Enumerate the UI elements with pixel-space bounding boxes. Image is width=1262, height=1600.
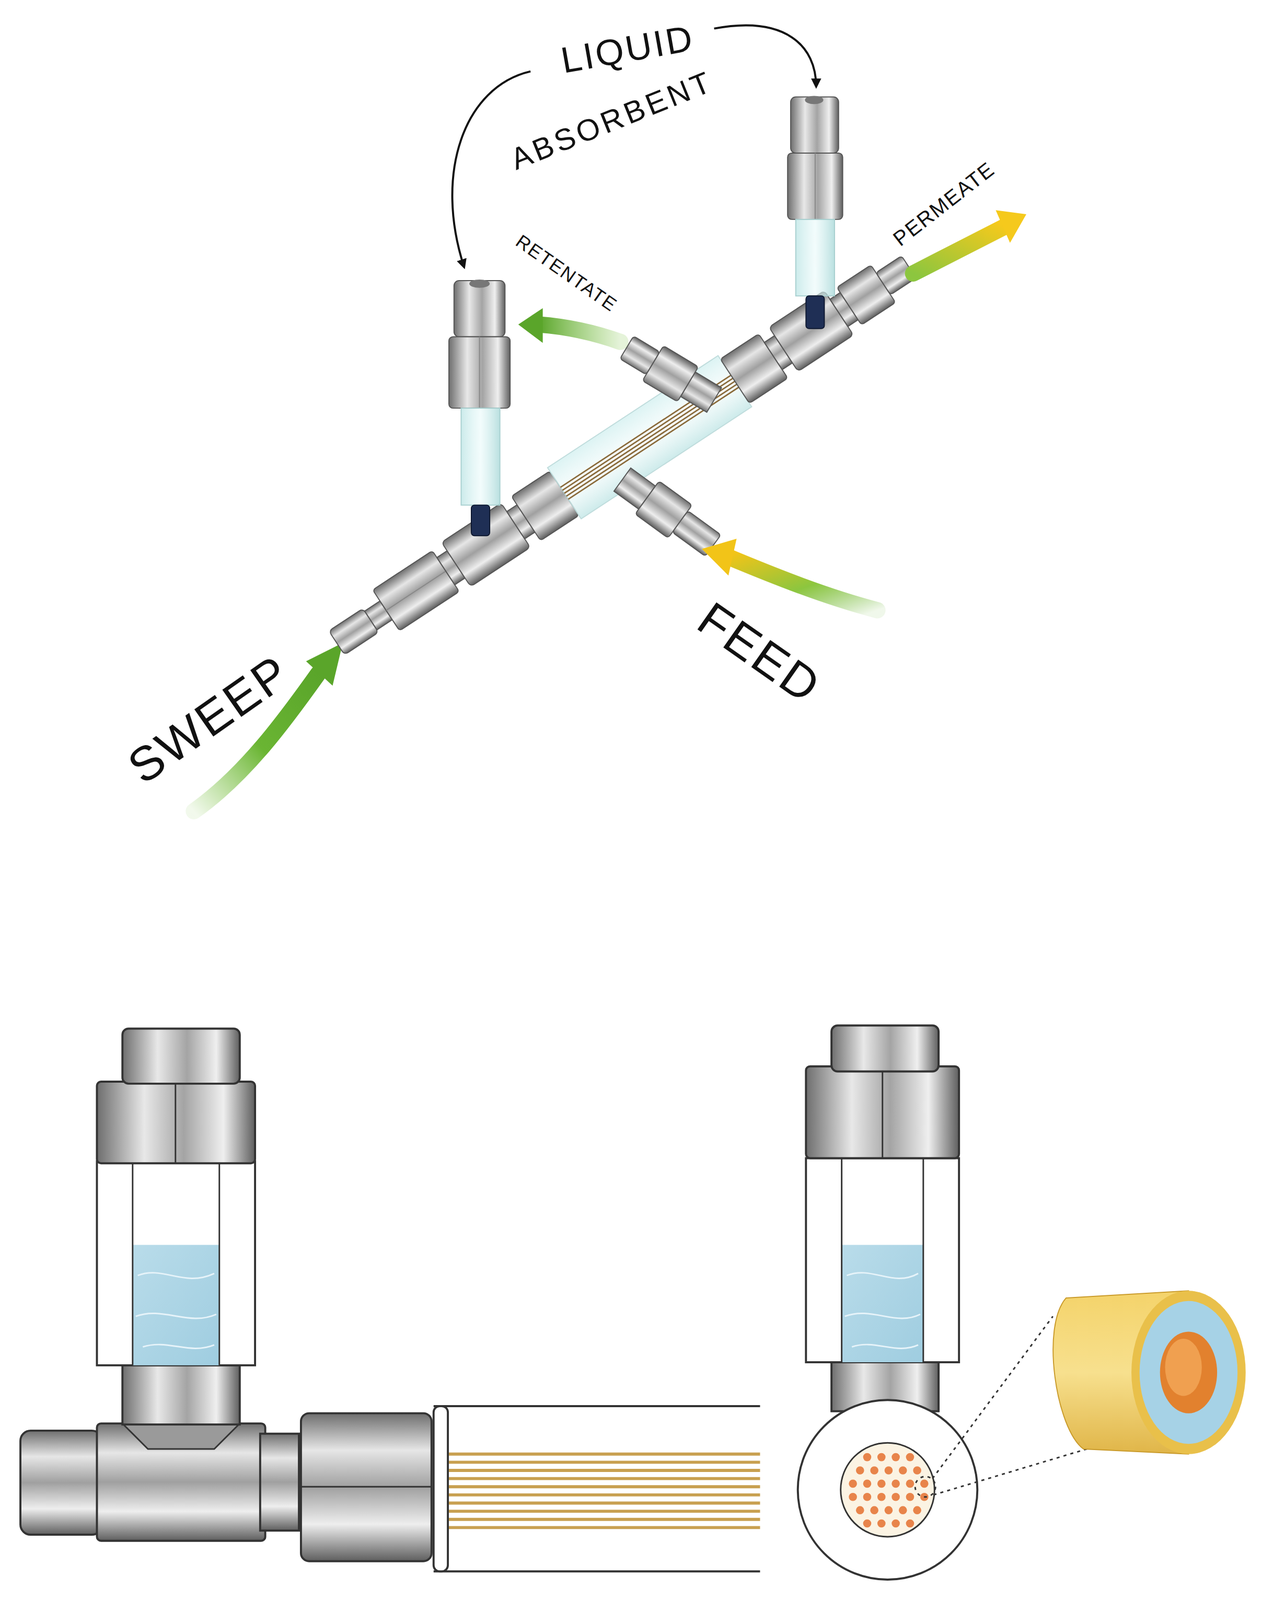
absorbent-column <box>787 96 843 329</box>
flow-arrow <box>726 556 878 610</box>
flow-label: LIQUID <box>558 19 698 79</box>
flow-arrow <box>538 324 621 342</box>
arrow-head <box>995 210 1027 243</box>
flow-label: FEED <box>690 593 830 712</box>
section-drawing <box>20 1025 978 1580</box>
fiber-dots <box>848 1453 929 1528</box>
arrow-head <box>518 308 543 343</box>
retentate-fitting <box>616 329 725 418</box>
leader-arrow <box>714 25 817 87</box>
flow-label: ABSORBENT <box>506 65 717 175</box>
hollow-fiber-zoom <box>1052 1290 1246 1454</box>
absorbent-column <box>448 279 511 536</box>
arrow-head <box>701 538 737 576</box>
membrane-module <box>319 241 926 669</box>
flow-label: PERMEATE <box>889 157 999 250</box>
flow-label: RETENTATE <box>512 231 621 316</box>
flow-label: SWEEP <box>119 646 298 792</box>
flow-arrow <box>912 226 1005 274</box>
arrow-head <box>306 642 343 686</box>
